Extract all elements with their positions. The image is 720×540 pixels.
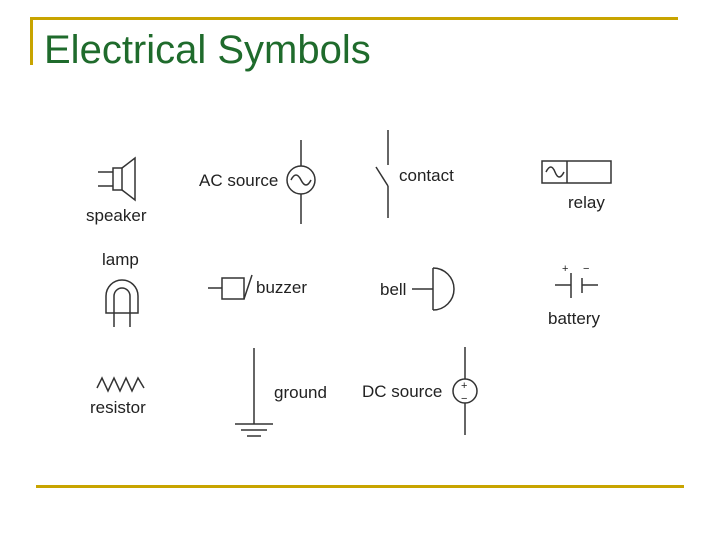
speaker-symbol (98, 156, 136, 202)
battery-plus-sign: + (562, 263, 568, 275)
bottom-border-line (36, 485, 684, 488)
lamp-label: lamp (102, 250, 139, 269)
resistor-symbol (96, 376, 145, 393)
slide-title: Electrical Symbols (44, 28, 371, 72)
ground-label: ground (274, 383, 327, 402)
bell-label: bell (380, 280, 406, 299)
buzzer-symbol (208, 274, 253, 300)
ac-source-label: AC source (199, 171, 278, 190)
battery-symbol (555, 273, 598, 298)
battery-label: battery (548, 309, 600, 328)
dc-source-symbol (452, 347, 478, 435)
dc-source-label: DC source (362, 382, 442, 401)
speaker-label: speaker (86, 206, 147, 225)
bell-symbol (412, 267, 455, 311)
lamp-symbol (105, 279, 139, 327)
battery-minus-sign: − (583, 263, 589, 275)
relay-symbol (541, 160, 612, 184)
dc-minus-sign: − (461, 393, 467, 405)
relay-label: relay (568, 193, 605, 212)
buzzer-label: buzzer (256, 278, 307, 297)
top-border-line (30, 17, 678, 20)
contact-symbol (375, 130, 389, 218)
ac-source-symbol (286, 140, 316, 224)
dc-plus-sign: + (461, 380, 467, 392)
resistor-label: resistor (90, 398, 146, 417)
ground-symbol (235, 348, 273, 437)
contact-label: contact (399, 166, 454, 185)
left-border-line (30, 17, 33, 65)
